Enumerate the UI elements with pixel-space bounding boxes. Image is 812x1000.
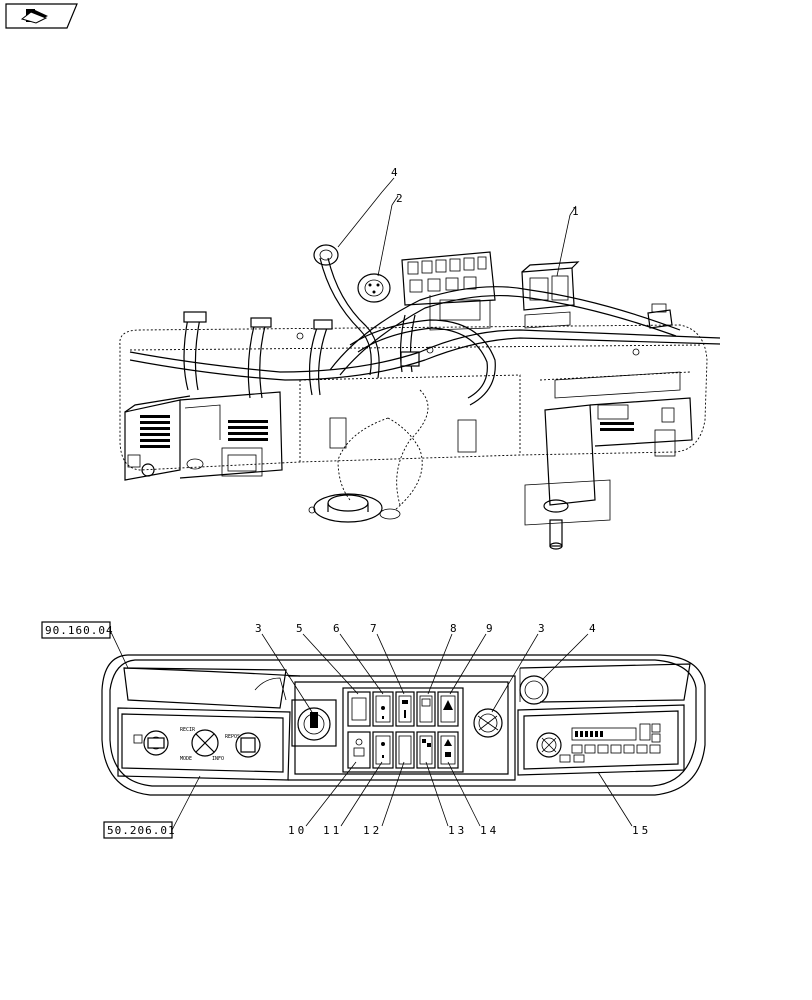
upper-assembly [119, 244, 721, 550]
switch-12[interactable] [395, 731, 415, 769]
switch-8[interactable] [416, 691, 436, 727]
switch-14[interactable] [437, 731, 459, 769]
switch-10[interactable] [347, 731, 371, 769]
callout-9: 9 [486, 622, 493, 635]
climate-label-recir: RECIR [180, 727, 196, 733]
callout-3-left: 3 [255, 622, 262, 635]
temp-knob[interactable] [235, 732, 261, 758]
power-socket-4[interactable] [519, 675, 549, 705]
callout-7: 7 [370, 622, 377, 635]
callout-1-top: 1 [572, 205, 579, 218]
top-callouts: 4 2 1 [337, 166, 579, 277]
climate-label-mode: MODE [180, 756, 192, 762]
switch-bank [342, 687, 464, 773]
switch-13[interactable] [416, 731, 436, 769]
hazard-switch-9[interactable] [437, 691, 459, 727]
callout-4-top: 4 [391, 166, 398, 179]
callout-4-right: 4 [589, 622, 596, 635]
panel-callouts-bottom: 10 11 12 13 14 15 [288, 761, 651, 837]
callout-10: 10 [288, 824, 307, 837]
nav-button[interactable] [5, 3, 78, 29]
reference-box-top[interactable]: 90.160.04 [41, 621, 129, 669]
callout-14: 14 [480, 824, 499, 837]
reference-50-206-01: 50.206.01 [107, 824, 176, 837]
reference-box-bottom[interactable]: 50.206.01 [103, 775, 201, 839]
blank-switch-5[interactable] [347, 691, 371, 727]
radio-unit [517, 704, 685, 776]
callout-6: 6 [333, 622, 340, 635]
callout-12: 12 [363, 824, 382, 837]
switch-11[interactable] [372, 731, 394, 769]
callout-5: 5 [296, 622, 303, 635]
switch-7[interactable] [395, 691, 415, 727]
page-flip-icon [20, 9, 48, 24]
callout-3-right: 3 [538, 622, 545, 635]
control-panel: RECIR MODE REPOS INFO [101, 654, 706, 796]
callout-15: 15 [632, 824, 651, 837]
switch-6[interactable] [372, 691, 394, 727]
radio-volume-knob[interactable] [536, 732, 562, 758]
callout-8: 8 [450, 622, 457, 635]
mode-knob[interactable] [191, 729, 219, 757]
climate-panel: RECIR MODE REPOS INFO [133, 727, 261, 762]
fan-knob[interactable] [143, 730, 169, 756]
callout-11: 11 [323, 824, 342, 837]
callout-13: 13 [448, 824, 467, 837]
rotary-knob-3[interactable] [473, 708, 503, 738]
reference-90-160-04: 90.160.04 [45, 624, 114, 637]
panel-callouts-top: 3 5 6 7 8 9 3 4 [255, 622, 596, 713]
climate-label-info: INFO [212, 756, 224, 762]
callout-2-top: 2 [396, 192, 403, 205]
ignition-switch[interactable] [291, 699, 337, 747]
climate-label-repos: REPOS [225, 734, 240, 740]
